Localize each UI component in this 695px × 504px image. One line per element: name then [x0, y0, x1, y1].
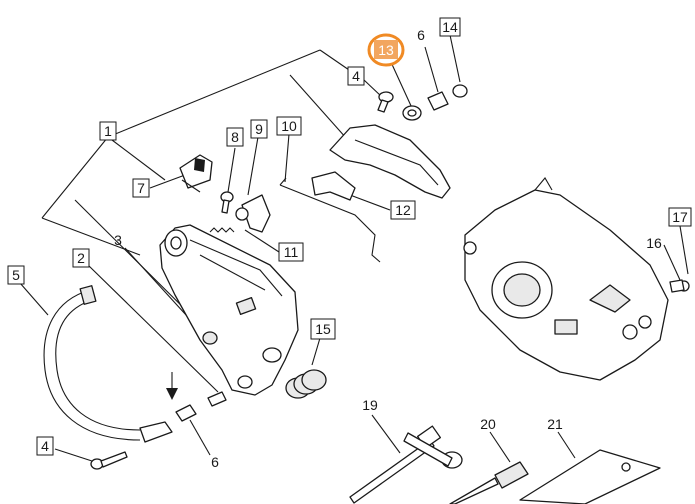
callout-16: 16 — [646, 235, 662, 251]
callout-14: 14 — [439, 17, 461, 37]
svg-text:4: 4 — [41, 438, 49, 454]
svg-text:20: 20 — [480, 416, 496, 432]
part-tool-21 — [519, 449, 661, 504]
svg-text:7: 7 — [137, 180, 145, 196]
part-lever-9 — [235, 194, 271, 233]
callout-17: 17 — [668, 207, 692, 227]
svg-text:10: 10 — [281, 118, 297, 134]
part-screwdriver-20 — [449, 461, 529, 504]
part-clip-7 — [179, 154, 213, 193]
svg-text:13: 13 — [378, 42, 394, 58]
callout-11: 11 — [278, 242, 304, 262]
svg-text:6: 6 — [417, 27, 425, 43]
callout-5: 5 — [7, 265, 25, 285]
part-bushing-13 — [402, 105, 422, 121]
svg-text:5: 5 — [12, 267, 20, 283]
part-fitting-6-bottom — [175, 404, 197, 422]
part-screw-2 — [207, 391, 227, 407]
part-crankcase — [463, 177, 669, 381]
svg-text:2: 2 — [77, 250, 85, 266]
part-coil-15 — [285, 369, 327, 399]
svg-text:17: 17 — [672, 209, 688, 225]
callout-2: 2 — [72, 248, 90, 268]
part-bolt-4-top — [377, 91, 394, 113]
part-plug-3 — [202, 331, 218, 345]
part-brake-lever — [329, 124, 451, 199]
callout-20: 20 — [480, 416, 496, 432]
callout-21: 21 — [547, 416, 563, 432]
callout-3: 3 — [114, 232, 122, 248]
leader-lines — [19, 34, 689, 463]
svg-text:6: 6 — [211, 454, 219, 470]
part-bolt-4-bottom — [90, 451, 128, 470]
callout-4-bottom: 4 — [36, 436, 54, 456]
svg-text:11: 11 — [284, 244, 299, 260]
svg-text:21: 21 — [547, 416, 563, 432]
part-oil-hose — [43, 285, 173, 443]
callout-1: 1 — [99, 121, 117, 141]
callout-9: 9 — [250, 119, 268, 139]
callout-8: 8 — [226, 127, 244, 147]
svg-text:8: 8 — [231, 129, 239, 145]
arrow-indicator — [166, 372, 178, 400]
callout-labels: 1 2 3 4 4 5 6 6 7 — [7, 17, 692, 470]
svg-text:3: 3 — [114, 232, 122, 248]
part-screw-8 — [220, 191, 234, 214]
svg-text:19: 19 — [362, 397, 378, 413]
callout-19: 19 — [362, 397, 378, 413]
svg-text:16: 16 — [646, 235, 662, 251]
svg-text:15: 15 — [315, 321, 331, 337]
svg-text:14: 14 — [442, 19, 458, 35]
callout-12: 12 — [390, 200, 416, 220]
part-nut-14 — [452, 84, 468, 98]
part-plate-12 — [311, 171, 356, 201]
svg-text:12: 12 — [395, 202, 411, 218]
callout-15: 15 — [310, 318, 336, 340]
callout-6-top: 6 — [417, 27, 425, 43]
part-side-cover — [159, 224, 299, 396]
part-rod-10 — [279, 177, 381, 263]
svg-text:1: 1 — [104, 123, 112, 139]
svg-text:9: 9 — [255, 121, 263, 137]
callout-13-highlighted: 13 — [367, 33, 405, 67]
callout-6-bottom: 6 — [211, 454, 219, 470]
part-collar-6-top — [427, 91, 449, 111]
part-wrench-19 — [349, 425, 463, 504]
callout-7: 7 — [132, 178, 150, 198]
callout-4-top: 4 — [347, 66, 365, 86]
callout-10: 10 — [276, 116, 302, 136]
svg-text:4: 4 — [352, 68, 360, 84]
part-spring-11 — [209, 227, 235, 233]
part-fastener-16 — [669, 279, 690, 293]
